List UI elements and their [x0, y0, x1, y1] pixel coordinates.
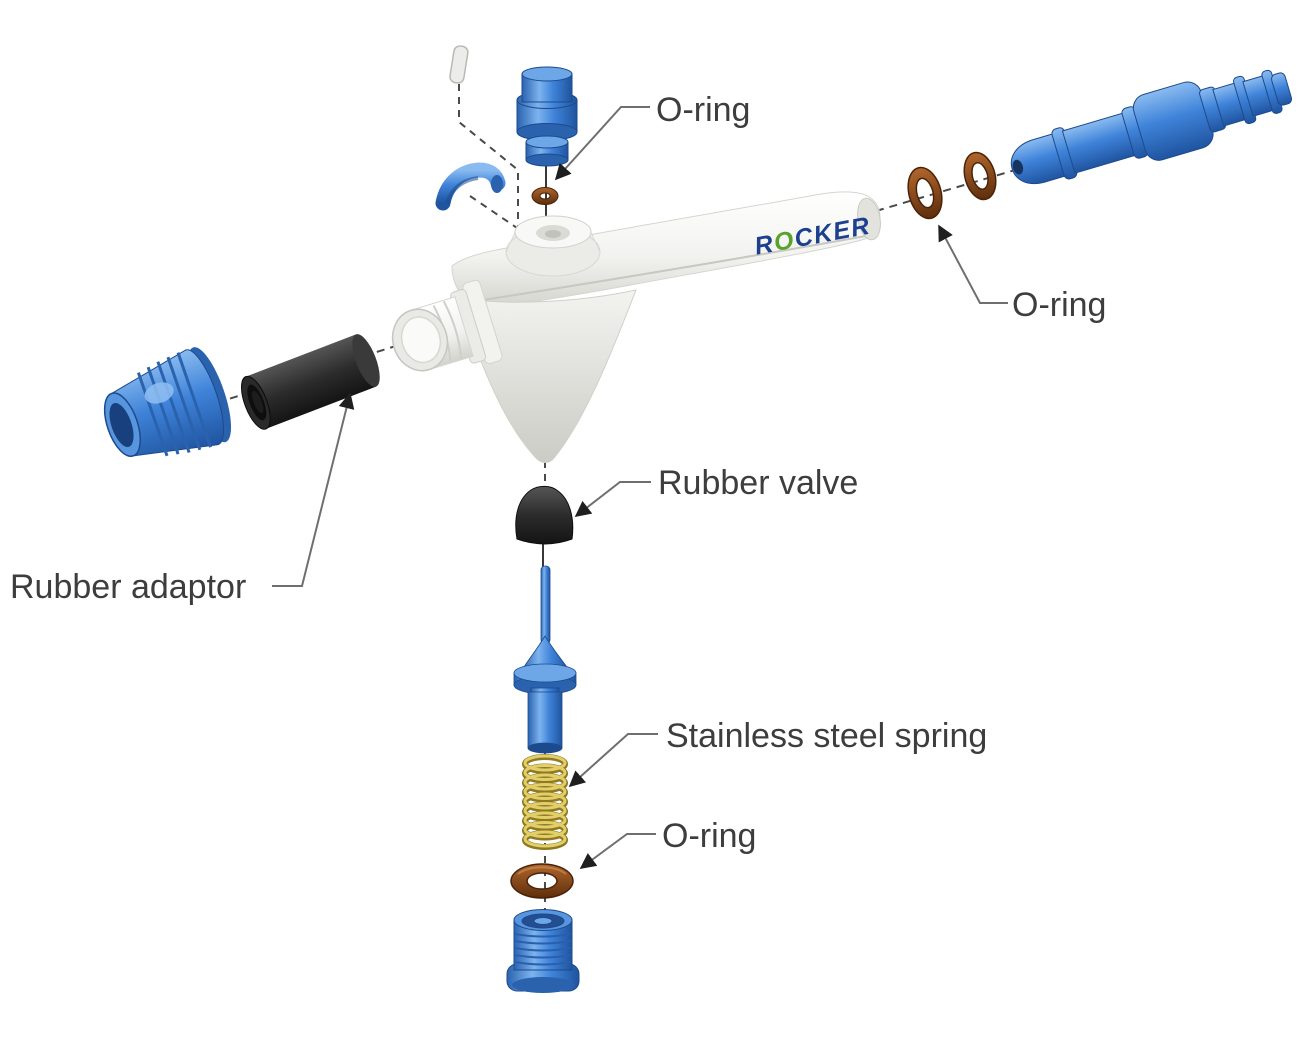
- top-cap-part: [516, 66, 578, 141]
- spring-part: [522, 754, 568, 850]
- pin-part: [449, 45, 469, 84]
- o-ring-part-right-1: [907, 166, 943, 220]
- label-rubber-adaptor: Rubber adaptor: [10, 568, 246, 606]
- leader-o-ring-right: [938, 224, 1008, 304]
- dashed-line-right-axis: [875, 167, 1023, 212]
- body-barrel-end-cap: [857, 197, 881, 241]
- label-o-ring-bottom: O-ring: [662, 817, 756, 855]
- label-stainless-steel-spring: Stainless steel spring: [666, 717, 987, 755]
- label-o-ring-right: O-ring: [1012, 286, 1106, 324]
- connector-bore-icon: [1012, 159, 1024, 175]
- body-top-port: [505, 215, 601, 277]
- labels: O-ring O-ring Rubber valve Rubber adapto…: [10, 91, 1106, 855]
- leader-rubber-valve: [574, 481, 651, 517]
- body-nozzle-collar: [391, 279, 503, 372]
- valve-stem-part: [513, 565, 577, 754]
- label-rubber-valve: Rubber valve: [658, 464, 858, 502]
- label-o-ring-top: O-ring: [656, 91, 750, 129]
- hose-connector-part: [1010, 69, 1293, 185]
- leader-rubber-adaptor: [272, 392, 355, 587]
- leader-o-ring-bottom: [579, 833, 656, 869]
- nozzle-cap-part: [103, 347, 232, 457]
- body-funnel: [459, 289, 637, 463]
- logo-letter-o: O: [772, 226, 798, 257]
- rubber-valve-part: [515, 485, 574, 545]
- leader-o-ring-top: [554, 106, 650, 181]
- dashed-line-pin-path: [458, 84, 519, 230]
- o-ring-top-part: [531, 187, 559, 205]
- o-ring-part-right-2: [963, 151, 997, 201]
- bottom-plug-part: [506, 909, 580, 993]
- washer-part: [525, 135, 569, 167]
- construction-lines: [149, 84, 1023, 918]
- main-body-part: ROCKER: [391, 191, 881, 463]
- rubber-adaptor-part: [240, 334, 380, 430]
- o-ring-bottom-part: [510, 863, 574, 899]
- leader-lines: [272, 106, 1008, 869]
- lever-part: [435, 162, 506, 211]
- dashed-line-lever-path: [469, 195, 524, 233]
- o-ring-right-pair: [907, 151, 997, 220]
- leader-spring: [568, 733, 658, 788]
- nozzle-cap-highlight-icon: [144, 382, 174, 404]
